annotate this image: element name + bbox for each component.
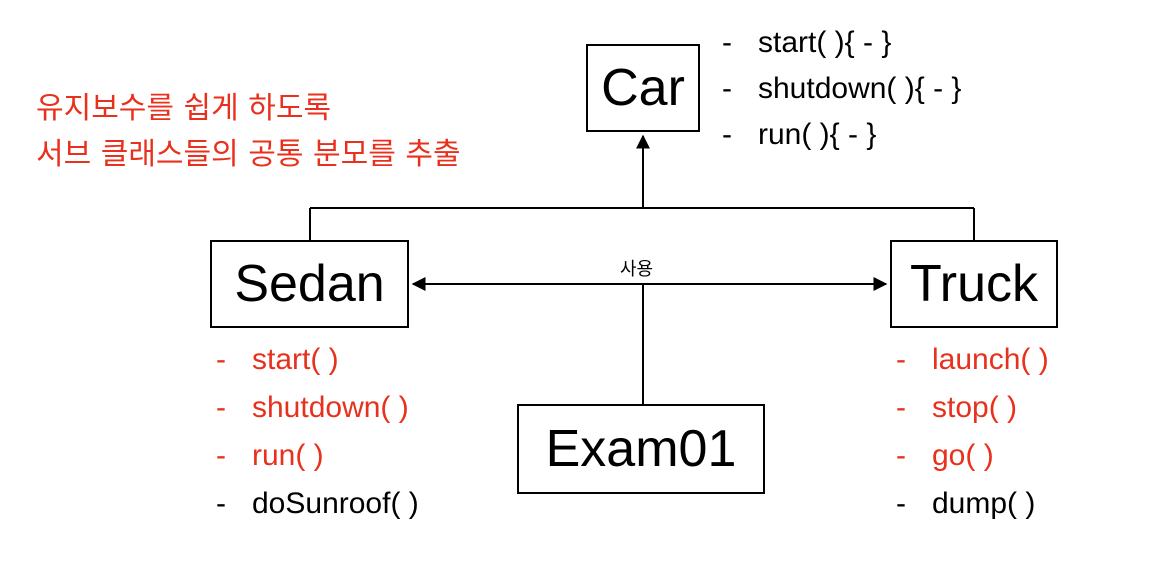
sedan-method-list: -start( ) -shutdown( ) -run( ) -doSunroo…: [216, 336, 419, 528]
car-method: -shutdown( ){ - }: [722, 66, 961, 112]
sedan-method: -shutdown( ): [216, 384, 419, 432]
bullet-dash: -: [216, 439, 226, 472]
truck-method: -dump( ): [896, 480, 1049, 528]
sedan-method: -doSunroof( ): [216, 480, 419, 528]
car-method: -start( ){ - }: [722, 20, 961, 66]
uses-relation-label: 사용: [620, 259, 654, 280]
sedan-method: -run( ): [216, 432, 419, 480]
bullet-dash: -: [896, 487, 906, 520]
class-box-sedan: Sedan: [210, 240, 409, 328]
bullet-dash: -: [896, 391, 906, 424]
sedan-method-label: doSunroof( ): [252, 487, 419, 520]
car-method-list: -start( ){ - } -shutdown( ){ - } -run( )…: [722, 20, 961, 158]
sedan-method-label: start( ): [252, 343, 339, 376]
bullet-dash: -: [722, 72, 732, 105]
sedan-method: -start( ): [216, 336, 419, 384]
truck-method-label: stop( ): [932, 391, 1018, 424]
truck-method-label: launch( ): [932, 343, 1049, 376]
car-method-label: start( ){ - }: [758, 26, 892, 59]
note-line-2: 서브 클래스들의 공통 분모를 추출: [36, 137, 461, 172]
bullet-dash: -: [896, 343, 906, 376]
bullet-dash: -: [896, 439, 906, 472]
bullet-dash: -: [722, 26, 732, 59]
car-method-label: shutdown( ){ - }: [758, 72, 962, 105]
class-box-exam01: Exam01: [517, 404, 765, 494]
truck-method: -go( ): [896, 432, 1049, 480]
sedan-method-label: shutdown( ): [252, 391, 409, 424]
car-method: -run( ){ - }: [722, 112, 961, 158]
bullet-dash: -: [216, 391, 226, 424]
truck-method-label: dump( ): [932, 487, 1036, 520]
truck-method-label: go( ): [932, 439, 994, 472]
truck-method: -launch( ): [896, 336, 1049, 384]
bullet-dash: -: [722, 118, 732, 151]
bullet-dash: -: [216, 343, 226, 376]
bullet-dash: -: [216, 487, 226, 520]
truck-method-list: -launch( ) -stop( ) -go( ) -dump( ): [896, 336, 1049, 528]
sedan-method-label: run( ): [252, 439, 324, 472]
truck-method: -stop( ): [896, 384, 1049, 432]
design-note: 유지보수를 쉽게 하도록 서브 클래스들의 공통 분모를 추출: [36, 86, 461, 178]
car-method-label: run( ){ - }: [758, 118, 877, 151]
note-line-1: 유지보수를 쉽게 하도록: [36, 91, 332, 126]
class-box-car: Car: [586, 44, 700, 132]
class-box-truck: Truck: [890, 240, 1058, 328]
